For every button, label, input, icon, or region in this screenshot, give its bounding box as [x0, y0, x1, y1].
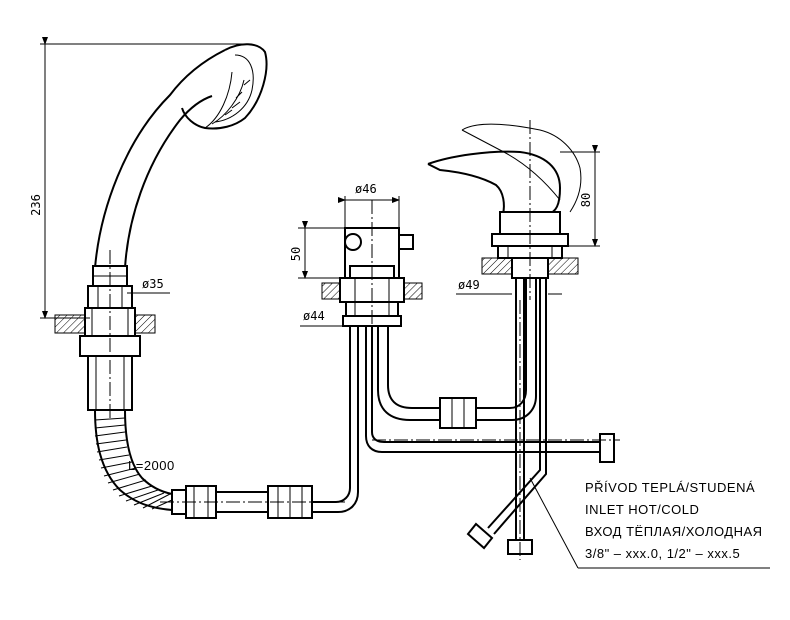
inlet-note-line2: INLET HOT/COLD [585, 502, 699, 517]
supply-pipes [312, 278, 620, 560]
valve-height-label: 50 [289, 247, 303, 261]
inlet-note: PŘÍVOD TEPLÁ/STUDENÁ INLET HOT/COLD ВХОД… [585, 480, 763, 561]
dimension-valve: ø46 50 ø44 [289, 182, 400, 327]
note-leader [529, 477, 770, 569]
inlet-note-line4: 3/8" – xxx.0, 1/2" – xxx.5 [585, 546, 740, 561]
diverter-valve [321, 200, 423, 330]
hose-length-label: L=2000 [128, 458, 175, 473]
dimension-shower-diameter: ø35 [127, 277, 170, 294]
inlet-note-line1: PŘÍVOD TEPLÁ/STUDENÁ [585, 480, 755, 495]
faucet-base-diameter-label: ø49 [458, 278, 480, 292]
inlet-note-line3: ВХОД ТЁПЛАЯ/ХОЛОДНАЯ [585, 524, 763, 539]
dimension-shower-height: 236 [29, 37, 250, 319]
dimension-faucet: 80 ø49 [456, 145, 600, 295]
shower-diameter-label: ø35 [142, 277, 164, 291]
faucet-height-label: 80 [579, 193, 593, 207]
basin-faucet [427, 120, 582, 300]
shower-height-label: 236 [29, 194, 43, 216]
valve-diameter-label: ø46 [355, 182, 377, 196]
hand-shower [54, 43, 345, 519]
valve-base-diameter-label: ø44 [303, 309, 325, 323]
